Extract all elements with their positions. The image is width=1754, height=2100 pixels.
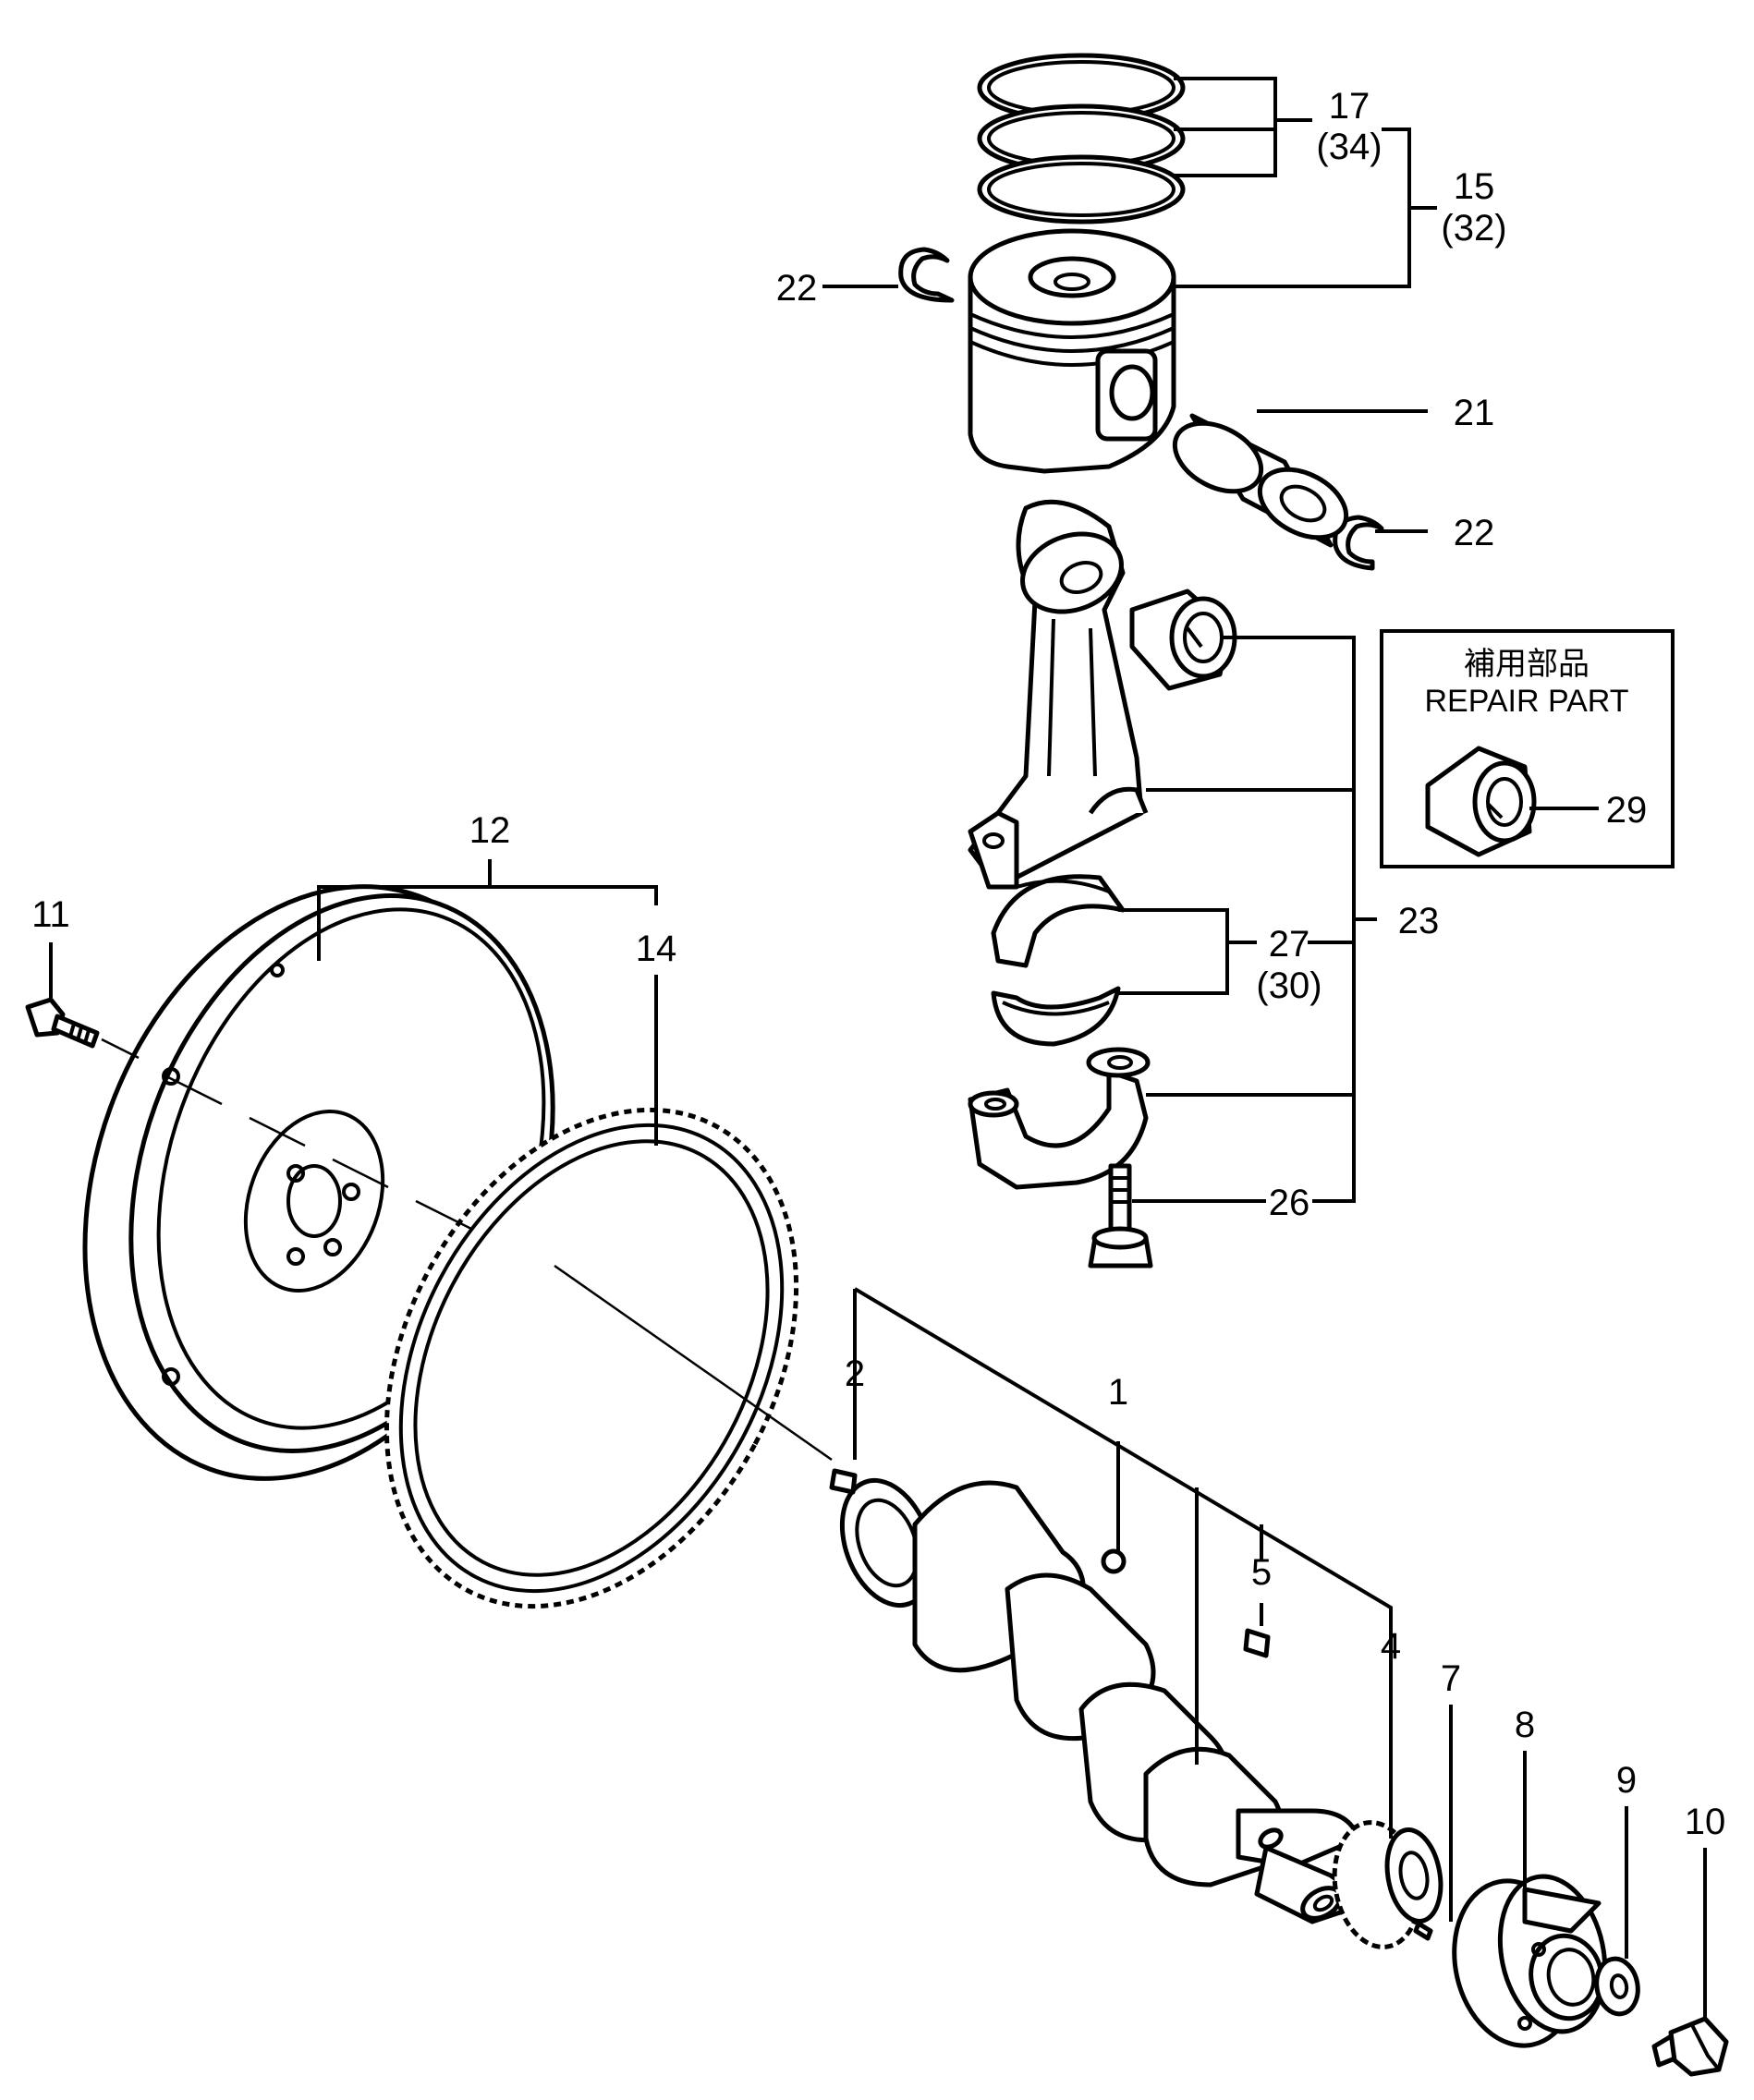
- callout-10: 10: [1685, 1802, 1726, 1842]
- steel-ball: [1101, 1548, 1127, 1574]
- callout-14: 14: [636, 929, 677, 969]
- callout-1: 1: [1108, 1372, 1128, 1413]
- small-pin: [1413, 1921, 1433, 1941]
- callout-15: 15: [1454, 166, 1495, 207]
- callout-7: 7: [1441, 1658, 1461, 1699]
- crank-gear: [1332, 1820, 1443, 1949]
- callout-22-right: 22: [1454, 513, 1495, 553]
- small-end-bushing: [1129, 589, 1237, 691]
- callout-11: 11: [31, 894, 70, 935]
- ring-gear: [384, 1107, 799, 1609]
- callout-12: 12: [469, 810, 511, 851]
- callout-27: 27: [1269, 924, 1310, 965]
- callout-21: 21: [1454, 393, 1495, 433]
- snap-ring: [898, 247, 1384, 571]
- flywheel-bolt: [25, 997, 100, 1049]
- rod-bearing: [991, 874, 1126, 1047]
- callout-22-left: 22: [776, 268, 818, 309]
- rod-cap: [968, 1047, 1151, 1190]
- repair-part-box: 補用部品 REPAIR PART: [1380, 629, 1675, 868]
- callout-17: 17: [1329, 86, 1370, 127]
- rod-bolt: [1088, 1163, 1153, 1268]
- callout-17-alt: (34): [1316, 127, 1382, 167]
- repair-box-title-jp: 補用部品: [1464, 647, 1590, 682]
- callout-8: 8: [1515, 1705, 1535, 1745]
- piston-pin: [1172, 413, 1349, 548]
- connecting-rod: [968, 499, 1149, 890]
- callout-23: 23: [1398, 901, 1440, 941]
- callout-5: 5: [1251, 1552, 1272, 1593]
- crankshaft: [839, 1477, 1361, 1924]
- callout-15-alt: (32): [1441, 208, 1506, 249]
- callout-9: 9: [1616, 1760, 1637, 1801]
- washer: [1594, 1956, 1640, 2017]
- pulley: [1452, 1874, 1608, 2048]
- piston: [968, 228, 1176, 474]
- callout-26: 26: [1269, 1183, 1310, 1223]
- repair-bushing: [1425, 746, 1537, 857]
- pulley-bolt: [1651, 2016, 1729, 2077]
- callout-2: 2: [845, 1353, 865, 1394]
- dowel-pin: [829, 1468, 858, 1495]
- callout-29: 29: [1606, 790, 1648, 831]
- piston-rings: [977, 53, 1186, 225]
- callout-labels: 17 (34) 15 (32) 22 21 22 29 23 27 (30) 2…: [31, 86, 1725, 1842]
- leader-lines: [49, 77, 1707, 2019]
- center-lines: [101, 1038, 833, 1462]
- callout-4: 4: [1381, 1626, 1401, 1667]
- callout-27-alt: (30): [1256, 965, 1322, 1006]
- repair-box-title-en: REPAIR PART: [1424, 684, 1628, 719]
- woodruff-key: [1243, 1628, 1271, 1658]
